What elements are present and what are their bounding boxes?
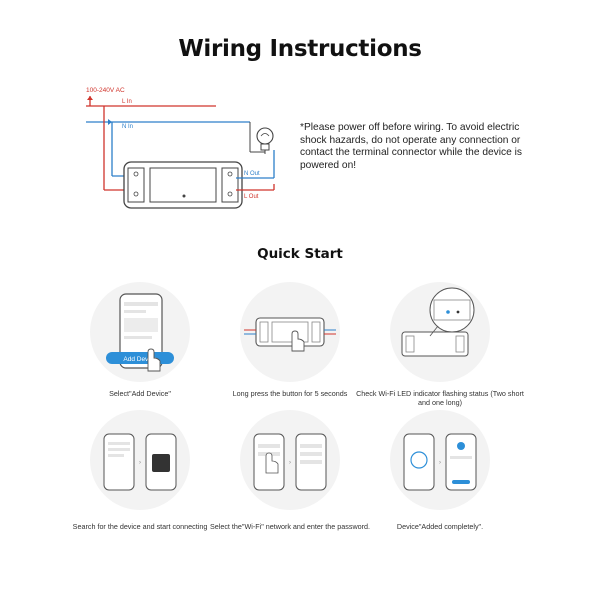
step-1-caption: Select"Add Device"	[109, 389, 171, 398]
arrow-icon: ›	[289, 460, 291, 466]
l-in-label: L In	[122, 99, 132, 105]
step-3-illustration	[390, 282, 490, 382]
success-icon	[457, 442, 465, 450]
safety-note: *Please power off before wiring. To avoi…	[300, 122, 522, 171]
hand-pointer-icon	[291, 330, 305, 352]
switch-module-icon	[255, 317, 325, 347]
device-icon	[152, 454, 170, 472]
n-out-label: N Out	[244, 171, 260, 177]
hand-pointer-icon	[147, 348, 161, 372]
step-5-illustration: ›	[240, 410, 340, 510]
bulb-icon	[250, 127, 274, 154]
phone-icon	[445, 433, 477, 491]
step-4-caption: Search for the device and start connecti…	[72, 522, 208, 531]
hand-pointer-icon	[265, 452, 279, 474]
step-2-caption: Long press the button for 5 seconds	[232, 389, 348, 398]
add-device-label: Add Device	[123, 356, 157, 363]
progress-ring-icon	[410, 451, 428, 469]
phone-icon	[403, 433, 435, 491]
magnifier-icon	[429, 287, 475, 333]
l-out-label: L Out	[244, 194, 259, 200]
step-1-illustration: Add Device	[90, 282, 190, 382]
step-6-illustration: ›	[390, 410, 490, 510]
wiring-diagram: 100-240V AC L In N In N Out L Out	[86, 87, 275, 209]
step-4-illustration: ›	[90, 410, 190, 510]
step-5-caption: Select the"Wi-Fi" network and enter the …	[209, 522, 371, 531]
step-3-caption: Check Wi-Fi LED indicator flashing statu…	[356, 389, 524, 407]
quick-start-title: Quick Start	[257, 246, 343, 262]
voltage-label: 100-240V AC	[86, 87, 125, 94]
page-title: Wiring Instructions	[178, 36, 422, 62]
arrow-icon: ›	[439, 460, 441, 466]
step-6-caption: Device"Added completely".	[396, 522, 484, 531]
arrow-icon: ›	[139, 460, 141, 466]
step-2-illustration	[240, 282, 340, 382]
n-in-label: N In	[122, 124, 133, 130]
led-indicator-icon	[446, 310, 450, 314]
switch-module	[123, 161, 243, 209]
